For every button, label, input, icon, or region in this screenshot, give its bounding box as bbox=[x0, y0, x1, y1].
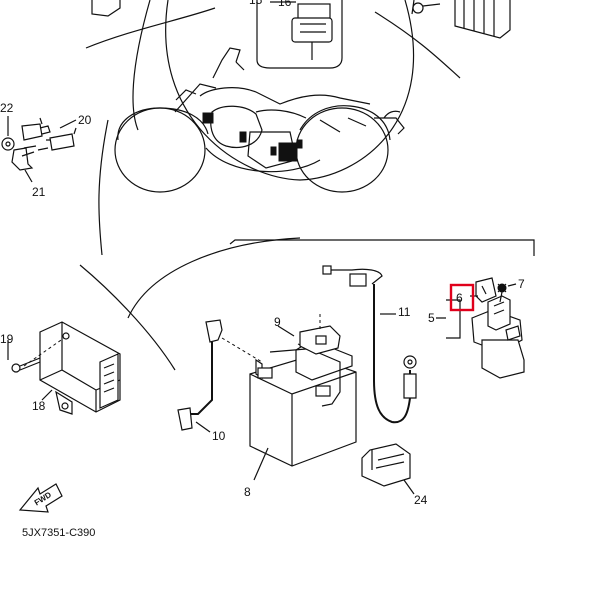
part-22-washer[interactable] bbox=[1, 137, 15, 151]
callout-9[interactable]: 9 bbox=[274, 315, 281, 329]
part-7-bolt[interactable] bbox=[497, 283, 507, 303]
callout-5[interactable]: 5 bbox=[428, 311, 435, 325]
part-18-ecu[interactable] bbox=[39, 321, 121, 415]
callout-8[interactable]: 8 bbox=[244, 485, 251, 499]
connector-16-part[interactable] bbox=[291, 3, 333, 60]
top-right-rectifier-part[interactable] bbox=[411, 0, 511, 39]
callout-leader-20 bbox=[59, 119, 77, 129]
callout-bracket-5 bbox=[436, 299, 461, 339]
callout-20[interactable]: 20 bbox=[78, 113, 92, 127]
callout-16[interactable]: 16 bbox=[278, 0, 292, 9]
lower-location-arc bbox=[127, 237, 301, 319]
part-10-cable[interactable] bbox=[177, 319, 223, 431]
part-6-fuse[interactable] bbox=[475, 277, 497, 303]
callout-leader-8 bbox=[253, 447, 269, 481]
callout-11[interactable]: 11 bbox=[398, 305, 411, 319]
callout-leader-18 bbox=[41, 389, 53, 401]
callout-leader-10 bbox=[195, 421, 211, 433]
left-location-arc bbox=[132, 0, 151, 131]
part-20-switch[interactable] bbox=[21, 117, 77, 151]
callout-19[interactable]: 19 bbox=[0, 332, 14, 346]
callout-18[interactable]: 18 bbox=[32, 399, 46, 413]
top-right-arc bbox=[374, 11, 461, 79]
part-19-screw[interactable] bbox=[11, 357, 41, 373]
screw-dash-line bbox=[23, 337, 65, 367]
ecu-location-arc bbox=[79, 264, 176, 371]
callout-leader-9 bbox=[277, 325, 295, 337]
callout-15[interactable]: 15 bbox=[249, 0, 263, 7]
part-8-battery[interactable] bbox=[249, 339, 357, 467]
callout-leader-7 bbox=[507, 283, 517, 287]
part-21-bracket[interactable] bbox=[11, 145, 37, 171]
left-outer-arc bbox=[98, 119, 109, 256]
top-left-partial-part bbox=[85, 0, 216, 49]
part-11-ground-lead[interactable] bbox=[322, 265, 417, 424]
callout-22[interactable]: 22 bbox=[0, 101, 14, 115]
callout-leader-21 bbox=[24, 169, 33, 183]
callout-10[interactable]: 10 bbox=[212, 429, 226, 443]
part-5-starter-relay[interactable] bbox=[471, 295, 525, 379]
upper-location-arc bbox=[165, 0, 415, 181]
callout-24[interactable]: 24 bbox=[414, 493, 428, 507]
part-6-highlight-box bbox=[449, 283, 475, 312]
part-9-battery-band[interactable] bbox=[299, 325, 341, 355]
connector-bracket-line bbox=[256, 0, 343, 69]
callout-6[interactable]: 6 bbox=[456, 291, 463, 305]
motorcycle-silhouette bbox=[114, 47, 405, 193]
part-24-cover[interactable] bbox=[361, 443, 411, 487]
part-code-label: 5JX7351-C390 bbox=[22, 527, 95, 539]
cable-dash-line bbox=[221, 337, 263, 363]
fwd-direction-arrow: FWD bbox=[18, 483, 63, 513]
callout-21[interactable]: 21 bbox=[32, 185, 46, 199]
callout-leader-24 bbox=[403, 479, 415, 495]
battery-area-bracket bbox=[229, 239, 535, 256]
callout-7[interactable]: 7 bbox=[518, 277, 525, 291]
